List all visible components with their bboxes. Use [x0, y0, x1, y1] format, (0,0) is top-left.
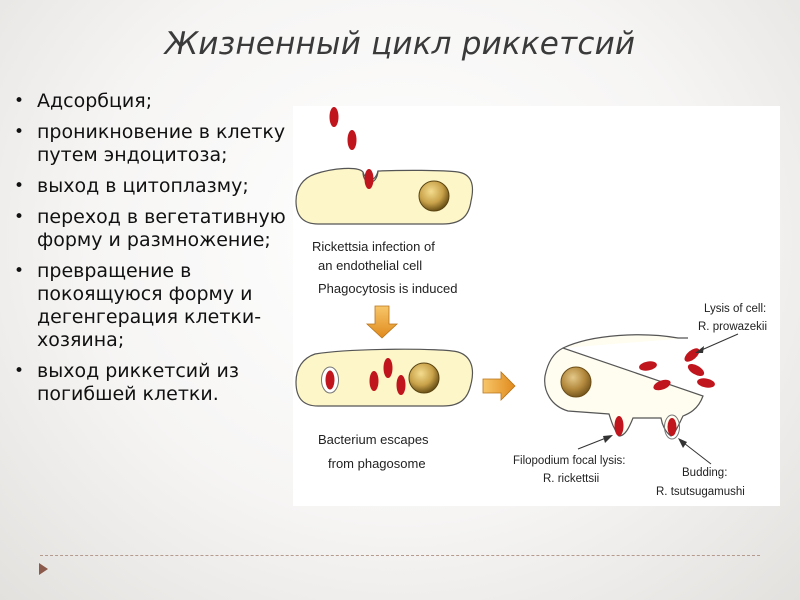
- free-bacterium: [347, 130, 357, 150]
- cell-nucleus: [418, 180, 450, 212]
- slide-title: Жизненный цикл риккетсий: [164, 26, 636, 62]
- bullet-item: превращение в покоящуюся форму и дегенге…: [12, 260, 287, 352]
- cytoplasmic-bacterium: [396, 375, 406, 395]
- bullet-item: проникновение в клетку путем эндоцитоза;: [12, 121, 287, 167]
- down-arrow: [365, 305, 399, 339]
- filopodium-bacterium: [614, 416, 624, 436]
- lysing-host-cell: [544, 334, 704, 437]
- caption-infection-line3: Phagocytosis is induced: [318, 281, 457, 296]
- cytoplasmic-bacterium: [383, 358, 393, 378]
- released-bacterium: [697, 378, 715, 388]
- entering-bacterium: [364, 169, 374, 189]
- exit-stage: [544, 334, 715, 440]
- caption-infection-line1: Rickettsia infection of: [312, 239, 435, 254]
- footer-divider: [40, 555, 760, 556]
- escape-stage: [295, 348, 474, 407]
- caption-filopodium-line1: Filopodium focal lysis:: [513, 455, 625, 467]
- cell-nucleus: [560, 366, 592, 398]
- budding-bacterium: [667, 418, 677, 436]
- released-bacterium: [684, 348, 700, 362]
- caption-escape-line1: Bacterium escapes: [318, 432, 429, 447]
- pointer-head-filopodium: [603, 435, 613, 443]
- pointer-head-budding: [678, 438, 687, 448]
- bullet-item: переход в вегетативную форму и размножен…: [12, 206, 287, 252]
- caption-lysis-line1: Lysis of cell:: [704, 303, 766, 315]
- caption-budding-line1: Budding:: [682, 467, 727, 479]
- corner-arrow-icon: [39, 563, 48, 575]
- caption-budding-line2: R. tsutsugamushi: [656, 486, 745, 498]
- caption-escape-line2: from phagosome: [328, 456, 426, 471]
- bullet-list: Адсорбция; проникновение в клетку путем …: [12, 90, 287, 414]
- caption-lysis-line2: R. prowazekii: [698, 321, 767, 333]
- pointer-line-lysis: [696, 333, 739, 353]
- bullet-item: выход риккетсий из погибшей клетки.: [12, 360, 287, 406]
- life-cycle-figure: Rickettsia infection of an endothelial c…: [293, 106, 780, 506]
- released-bacterium: [687, 364, 705, 376]
- caption-infection-line2: an endothelial cell: [318, 258, 422, 273]
- budding-vesicle: [664, 414, 680, 440]
- cytoplasmic-bacterium: [653, 379, 671, 391]
- bacterium-in-phagosome: [325, 370, 335, 390]
- right-arrow: [482, 371, 516, 401]
- bullet-item: Адсорбция;: [12, 90, 287, 113]
- free-bacterium: [329, 107, 339, 127]
- pointer-head-lysis: [695, 346, 704, 353]
- caption-filopodium-line2: R. rickettsii: [543, 473, 599, 485]
- life-cycle-diagram: Rickettsia infection of an endothelial c…: [295, 107, 767, 498]
- cytoplasmic-bacterium: [369, 371, 379, 391]
- infection-stage: [295, 107, 474, 225]
- bullet-item: выход в цитоплазму;: [12, 175, 287, 198]
- cytoplasmic-bacterium: [639, 361, 657, 371]
- cell-nucleus: [408, 362, 440, 394]
